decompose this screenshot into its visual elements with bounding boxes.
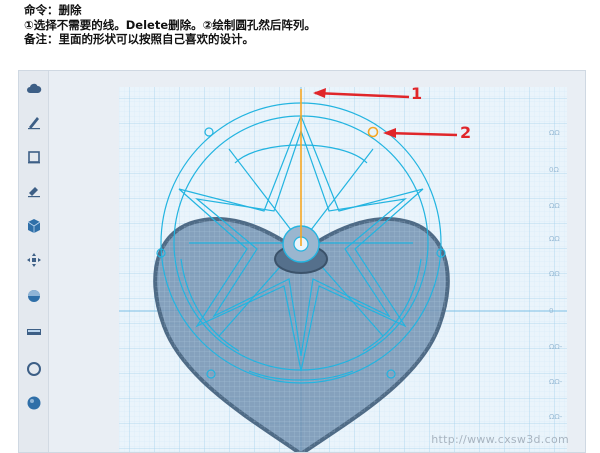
move-icon <box>27 253 41 267</box>
construct-tool[interactable] <box>25 148 43 166</box>
modify-icon <box>28 187 40 198</box>
grid-ruler: ΩΩ 0Ω ΩΩ ΩΩ ΩΩ 0 ΩΩ- ΩΩ- ΩΩ- <box>549 129 563 421</box>
left-toolbar <box>19 71 49 452</box>
svg-text:ΩΩ: ΩΩ <box>549 270 560 278</box>
instruction-note: 备注：里面的形状可以按照自己喜欢的设计。 <box>24 32 254 46</box>
snap-tool[interactable] <box>25 360 43 378</box>
primitive-tool[interactable] <box>25 217 43 235</box>
svg-text:0Ω: 0Ω <box>549 166 559 174</box>
svg-text:ΩΩ-: ΩΩ- <box>549 378 563 386</box>
3d-viewport[interactable]: ΩΩ 0Ω ΩΩ ΩΩ ΩΩ 0 ΩΩ- ΩΩ- ΩΩ- <box>49 71 585 452</box>
annotation-1: 1 <box>313 84 422 103</box>
svg-text:ΩΩ-: ΩΩ- <box>549 413 563 421</box>
cloud-tool[interactable] <box>25 80 43 98</box>
svg-text:ΩΩ: ΩΩ <box>549 235 560 243</box>
sketch-tool[interactable] <box>25 113 43 131</box>
sphere-icon <box>27 396 41 410</box>
circle-icon <box>27 362 41 376</box>
svg-text:ΩΩ: ΩΩ <box>549 129 560 137</box>
selected-small-circle[interactable] <box>367 126 379 138</box>
ruler-icon <box>27 329 41 335</box>
instruction-command: 命令：删除 <box>24 3 82 17</box>
modify-tool[interactable] <box>25 181 43 199</box>
svg-text:ΩΩ-: ΩΩ- <box>549 343 563 351</box>
transform-tool[interactable] <box>25 251 43 269</box>
square-icon <box>28 151 40 164</box>
annotation-2: 2 <box>383 123 471 142</box>
cube-icon <box>27 219 41 233</box>
sketch-pattern[interactable] <box>156 102 446 384</box>
annotation-2-number: 2 <box>460 123 471 142</box>
material-tool[interactable] <box>25 394 43 412</box>
annotation-1-number: 1 <box>411 84 422 103</box>
pen-icon <box>28 117 40 130</box>
measure-tool[interactable] <box>25 323 43 341</box>
combine-icon <box>28 290 40 302</box>
combine-tool[interactable] <box>25 287 43 305</box>
svg-text:ΩΩ: ΩΩ <box>549 202 560 210</box>
app-window: ΩΩ 0Ω ΩΩ ΩΩ ΩΩ 0 ΩΩ- ΩΩ- ΩΩ- <box>18 70 586 453</box>
svg-text:0: 0 <box>549 307 553 315</box>
instructions: 命令：删除 ①选择不需要的线。Delete删除。②绘制圆孔然后阵列。 备注：里面… <box>24 3 584 47</box>
scene-canvas[interactable]: ΩΩ 0Ω ΩΩ ΩΩ ΩΩ 0 ΩΩ- ΩΩ- ΩΩ- <box>49 71 586 453</box>
instruction-steps: ①选择不需要的线。Delete删除。②绘制圆孔然后阵列。 <box>24 17 316 32</box>
cloud-icon <box>27 83 42 93</box>
watermark: http://www.cxsw3d.com <box>431 433 569 446</box>
